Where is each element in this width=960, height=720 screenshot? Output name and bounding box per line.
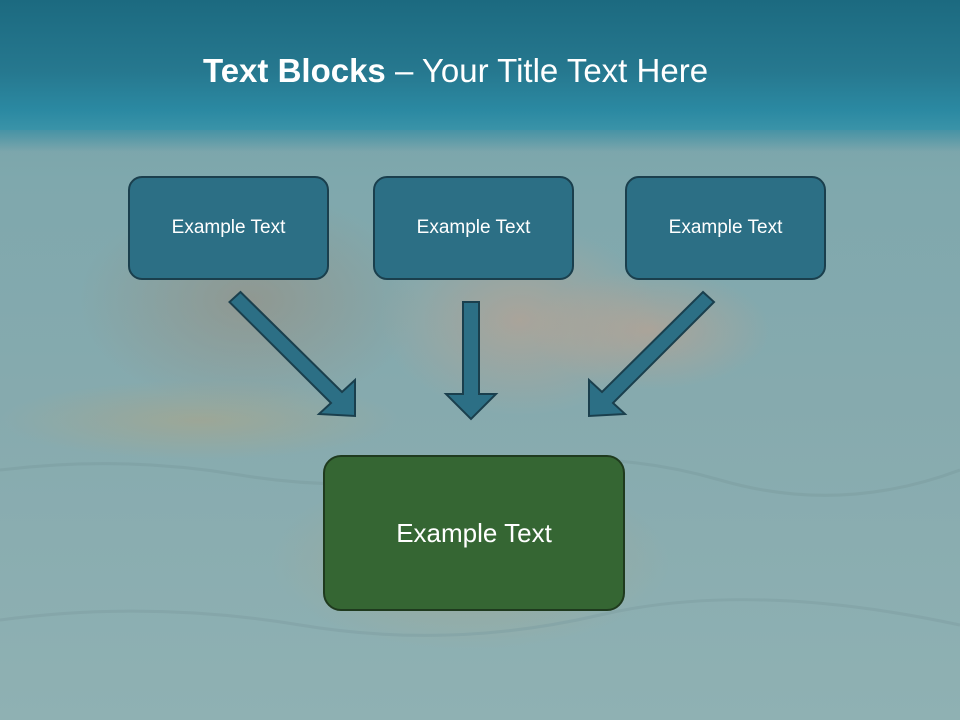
slide-title: Text Blocks – Your Title Text Here — [203, 54, 708, 87]
title-band — [0, 0, 960, 152]
main-text-block[interactable]: Example Text — [323, 455, 625, 611]
text-block-3[interactable]: Example Text — [625, 176, 826, 280]
text-block-2-label: Example Text — [416, 217, 531, 238]
title-separator: – — [385, 52, 422, 89]
text-block-1[interactable]: Example Text — [128, 176, 329, 280]
main-text-block-label: Example Text — [396, 517, 552, 548]
text-block-2[interactable]: Example Text — [373, 176, 574, 280]
title-bold: Text Blocks — [203, 52, 386, 89]
title-rest: Your Title Text Here — [421, 52, 709, 89]
arrow-right — [588, 290, 716, 418]
text-block-1-label: Example Text — [171, 217, 286, 238]
arrow-left — [228, 290, 356, 418]
arrow-center — [443, 301, 499, 421]
text-block-3-label: Example Text — [668, 217, 783, 238]
